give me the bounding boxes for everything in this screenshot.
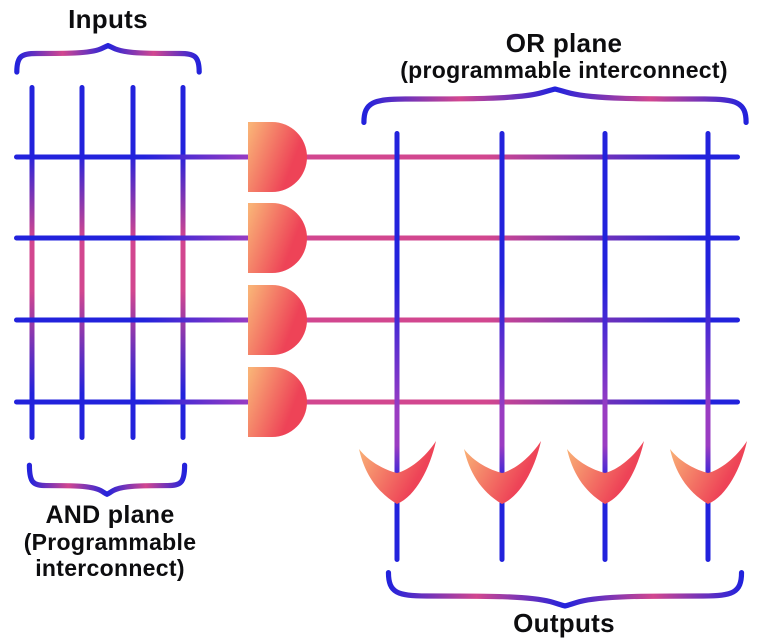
output-column-line-4	[705, 131, 711, 562]
outputs-brace	[388, 573, 741, 606]
or-plane-subtitle: (programmable interconnect)	[400, 57, 728, 83]
input-column-line-1	[29, 85, 35, 440]
input-column-line-2	[79, 85, 85, 440]
product-term-line-right-4	[303, 399, 740, 405]
and-plane-title: AND plane	[45, 501, 175, 529]
input-column-line-3	[130, 85, 136, 440]
or-plane-label: OR plane (programmable interconnect)	[400, 29, 728, 83]
product-term-line-right-1	[303, 154, 740, 160]
inputs-brace	[17, 46, 199, 72]
product-term-line-right-2	[303, 235, 740, 241]
or-plane-brace	[364, 89, 746, 122]
output-column-line-3	[602, 131, 608, 562]
input-column-line-4	[180, 85, 186, 440]
and-plane-brace	[29, 465, 184, 494]
and-gate-3	[248, 285, 307, 355]
product-term-line-left-4	[14, 399, 250, 405]
and-plane-subtitle-line1: (Programmable	[23, 529, 197, 555]
output-column-line-2	[499, 131, 505, 562]
output-column-line-1	[394, 131, 400, 562]
outputs-label: Outputs	[513, 608, 615, 638]
and-gate-4	[248, 367, 307, 437]
and-gate-1	[248, 122, 307, 192]
product-term-line-left-1	[14, 154, 250, 160]
and-plane-label: AND plane (Programmable interconnect)	[23, 501, 197, 582]
or-plane-title: OR plane	[505, 28, 623, 58]
product-term-line-left-3	[14, 317, 250, 323]
product-term-line-right-3	[303, 317, 740, 323]
and-plane-subtitle-line2: interconnect)	[35, 555, 185, 581]
inputs-label: Inputs	[68, 4, 148, 34]
and-gate-2	[248, 203, 307, 273]
product-term-line-left-2	[14, 235, 250, 241]
